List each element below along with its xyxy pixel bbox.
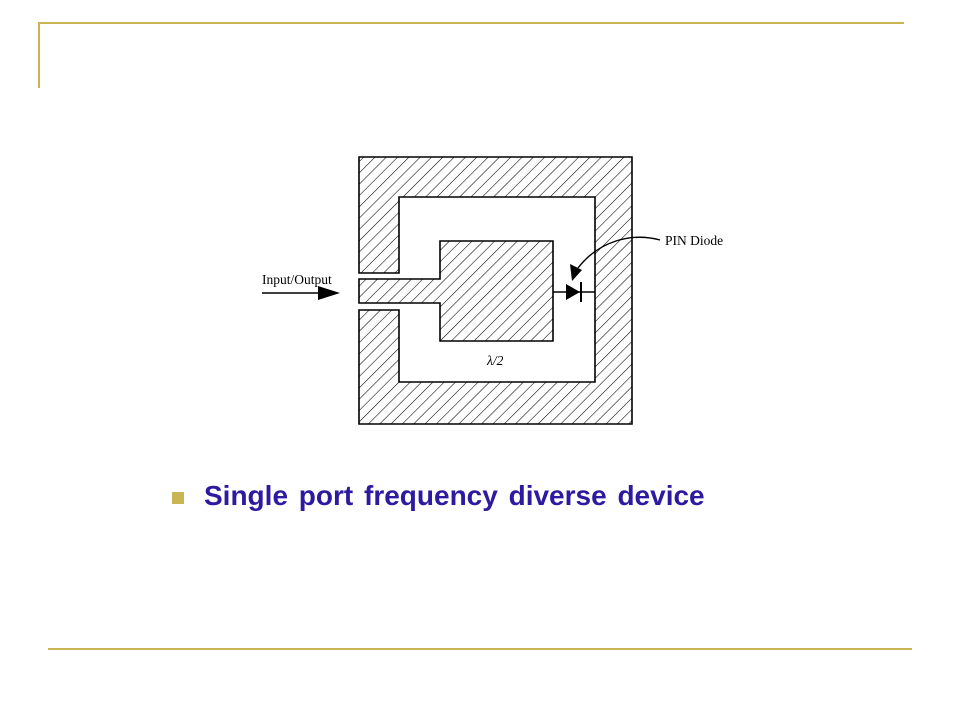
inner-patch [358, 240, 554, 342]
caption-row: Single port frequency diverse device [172, 480, 705, 512]
diode-triangle [566, 284, 580, 300]
input-arrow-head [318, 286, 340, 300]
bottom-rule [48, 648, 912, 650]
square-bullet-icon [172, 492, 184, 504]
top-rule [38, 22, 904, 24]
half-wavelength-label: λ/2 [486, 353, 504, 368]
pin-diode-label: PIN Diode [665, 233, 723, 248]
pin-diode-pointer [577, 236, 661, 269]
outer-ring [358, 156, 633, 425]
input-output-label: Input/Output [262, 272, 332, 287]
caption-text: Single port frequency diverse device [204, 480, 705, 511]
left-rule [38, 22, 40, 88]
pin-diode-pointer-head [570, 264, 582, 281]
